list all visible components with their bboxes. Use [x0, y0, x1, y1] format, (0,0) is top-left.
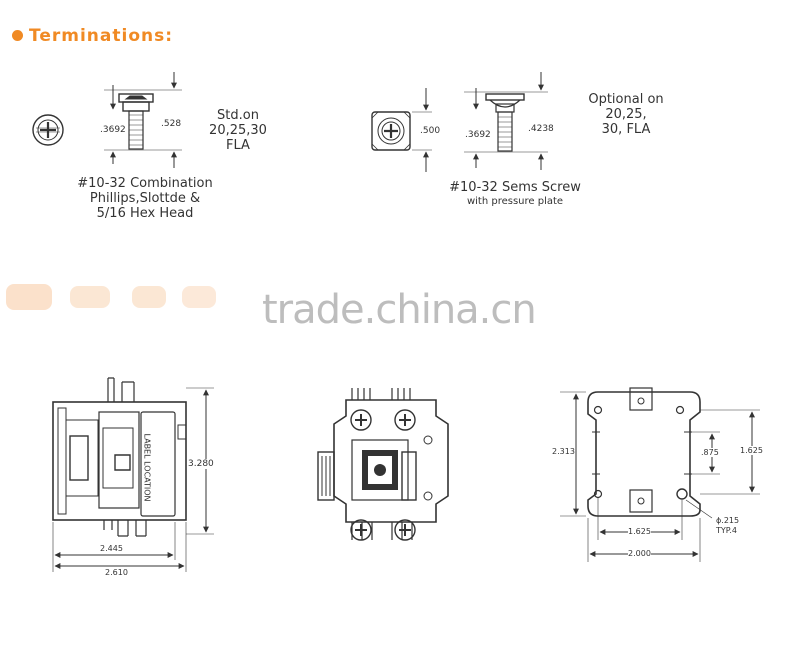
opt-dim-head: .500: [420, 126, 441, 136]
std-note-line: 20,25,30: [209, 123, 267, 138]
opt-subcaption: with pressure plate: [466, 196, 564, 207]
opt-screw-side-view: [464, 72, 548, 170]
opt-caption: #10-32 Sems Screw: [449, 180, 581, 195]
bottom-dim-width: 2.000: [628, 549, 651, 558]
std-caption-line: #10-32 Combination: [77, 176, 213, 191]
side-dim-height: 3.280: [188, 459, 214, 469]
bullet-dot-icon: [12, 30, 23, 41]
bottom-dim-inner-vert: .875: [701, 448, 719, 457]
section-title: Terminations:: [29, 26, 174, 46]
std-caption-line: Phillips,Slottde &: [89, 191, 201, 206]
contactor-side-view: [52, 377, 214, 572]
bottom-dim-hole-spacing: 1.625: [628, 527, 651, 536]
std-caption: #10-32 Combination Phillips,Slottde & 5/…: [60, 176, 230, 221]
hole-note-count: TYP.4: [716, 526, 737, 535]
opt-dim-left: .3692: [465, 130, 491, 140]
section-header: Terminations:: [12, 26, 173, 46]
opt-note-line: 30, FLA: [601, 122, 651, 137]
watermark-text: trade.china.cn: [262, 287, 537, 333]
std-note-line: FLA: [226, 138, 250, 153]
std-note-line: Std.on: [217, 108, 259, 123]
std-screw-top-view: [32, 114, 64, 146]
opt-dim-right: .4238: [528, 124, 554, 134]
side-dim-inner: 2.445: [100, 544, 123, 553]
contactor-bottom-view: [560, 387, 760, 562]
side-dim-outer: 2.610: [105, 568, 128, 577]
bottom-dim-height: 2.313: [552, 447, 575, 456]
opt-screw-top-view: [371, 88, 432, 172]
contactor-front-view: [317, 388, 449, 541]
std-dim-left: .3692: [100, 125, 126, 135]
std-dim-right: .528: [161, 119, 182, 129]
std-note: Std.on 20,25,30 FLA: [198, 108, 278, 153]
blurred-heading-graphic: [6, 284, 216, 310]
bottom-dim-outer-vert: 1.625: [740, 446, 763, 455]
opt-note-line: Optional on: [588, 92, 664, 107]
label-location-text: LABEL LOCATION: [142, 433, 152, 502]
opt-note-line: 20,25,: [605, 107, 647, 122]
std-screw-side-view: [104, 72, 182, 168]
std-caption-line: 5/16 Hex Head: [96, 206, 194, 221]
opt-note: Optional on 20,25, 30, FLA: [578, 92, 674, 137]
hole-note-diameter: ϕ.215: [716, 516, 740, 525]
